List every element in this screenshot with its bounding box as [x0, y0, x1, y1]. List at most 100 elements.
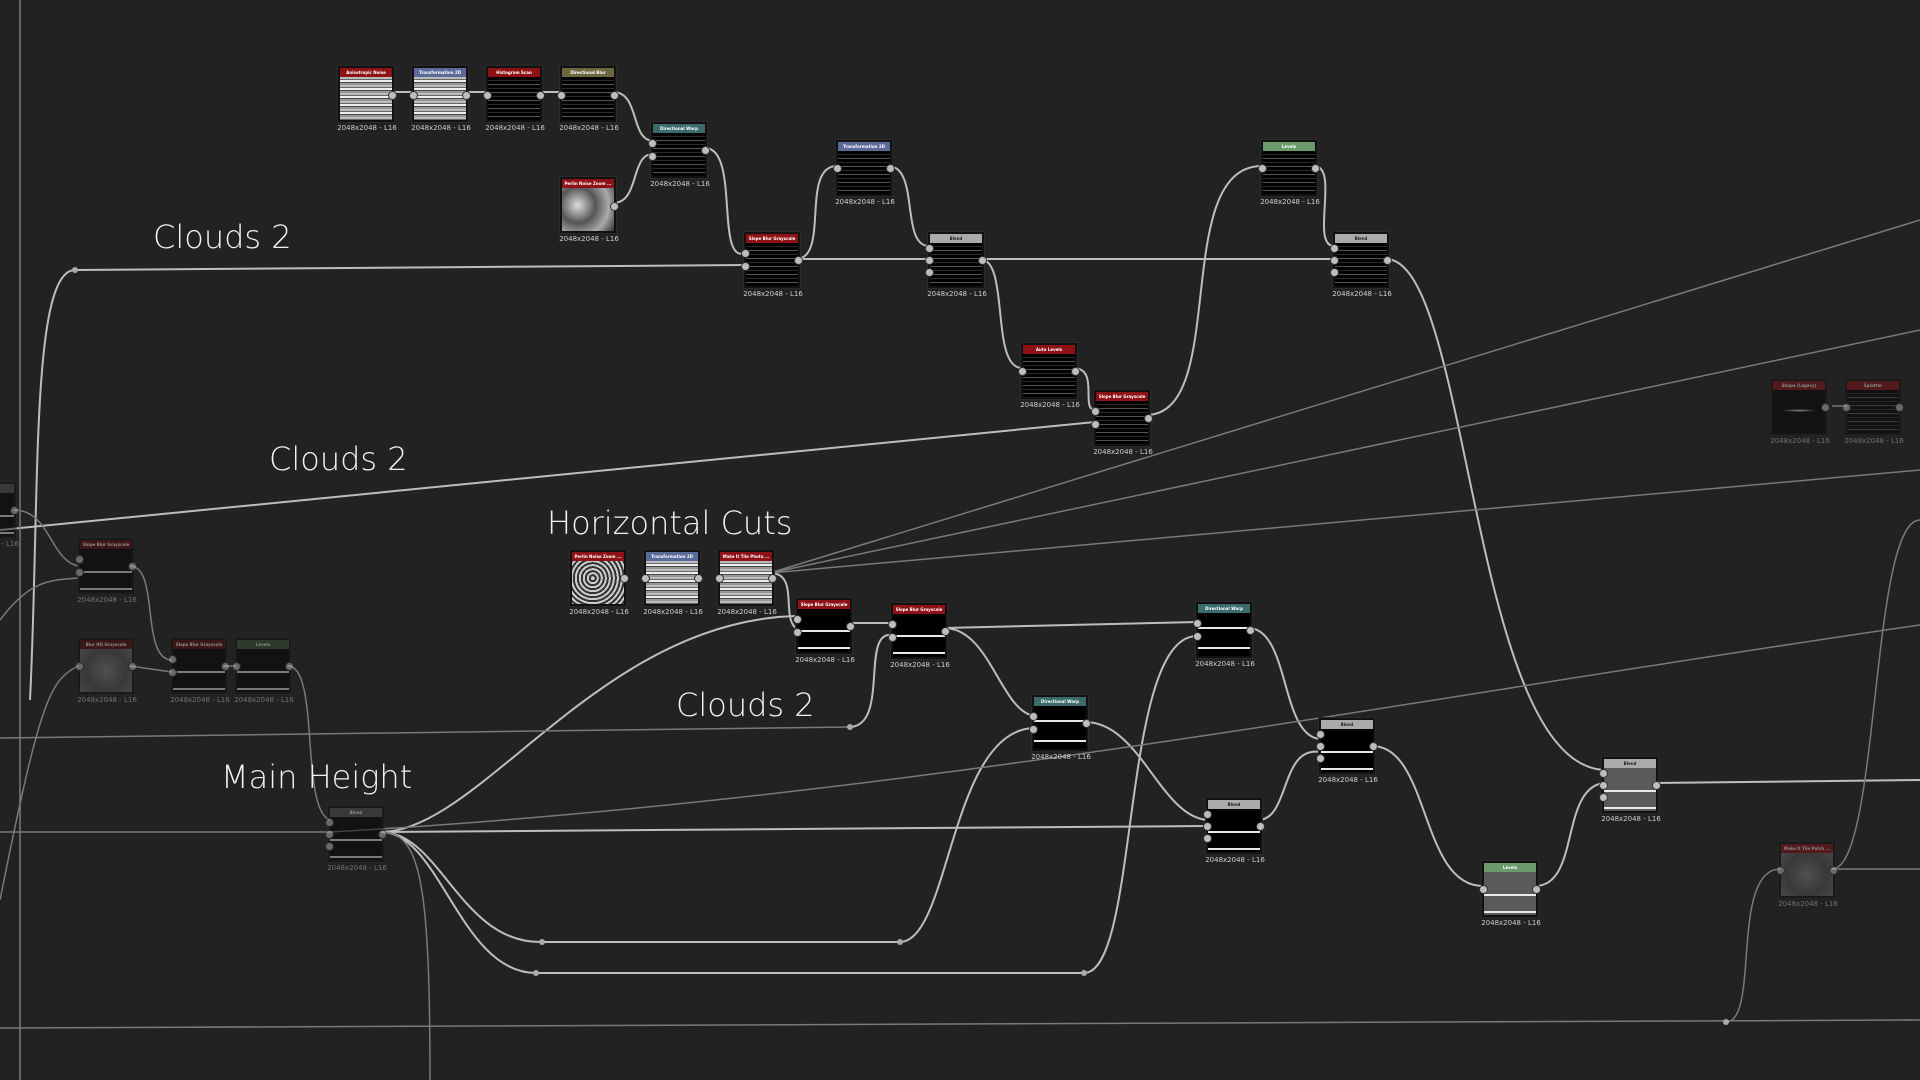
input-port[interactable]: [648, 152, 657, 161]
reroute-dot[interactable]: [72, 267, 78, 273]
node-perlin-noise-zoom[interactable]: Perlin Noise Zoom ... 2048x2048 - L16: [569, 550, 629, 616]
output-port[interactable]: [1144, 414, 1153, 423]
input-port[interactable]: [75, 568, 84, 577]
input-port[interactable]: [1330, 244, 1339, 253]
input-port[interactable]: [1330, 256, 1339, 265]
output-port[interactable]: [1829, 866, 1838, 875]
node-levels[interactable]: Levels 2048x2048 - L16: [1479, 861, 1541, 927]
output-port[interactable]: [1246, 626, 1255, 635]
node-directional-warp[interactable]: Directional Warp 2048x2048 - L16: [1029, 695, 1091, 761]
input-port[interactable]: [741, 249, 750, 258]
input-port[interactable]: [715, 574, 724, 583]
input-port[interactable]: [1316, 754, 1325, 763]
input-port[interactable]: [483, 91, 492, 100]
input-port[interactable]: [741, 262, 750, 271]
node-histogram-scan[interactable]: Histogram Scan 2048x2048 - L16: [483, 66, 545, 132]
input-port[interactable]: [925, 256, 934, 265]
input-port[interactable]: [325, 830, 334, 839]
node-blend[interactable]: Blend 2048x2048 - L16: [925, 232, 987, 298]
input-port[interactable]: [168, 655, 177, 664]
input-port[interactable]: [925, 268, 934, 277]
output-port[interactable]: [620, 574, 629, 583]
reroute-dot[interactable]: [533, 970, 539, 976]
node-slope-blur-grayscale[interactable]: Slope Blur Grayscale 2048x2048 - L16: [741, 232, 803, 298]
output-port[interactable]: [1256, 822, 1265, 831]
output-port[interactable]: [1652, 781, 1661, 790]
input-port[interactable]: [648, 139, 657, 148]
node-make-it-tile-photo[interactable]: Make It Tile Photo ... 2048x2048 - L16: [715, 550, 777, 616]
frame-title[interactable]: Main Height: [221, 758, 413, 796]
node-partial[interactable]: 2048x2048 - L16: [0, 482, 19, 548]
input-port[interactable]: [833, 164, 842, 173]
output-port[interactable]: [221, 662, 230, 671]
input-port[interactable]: [1203, 822, 1212, 831]
node-anisotropic-noise[interactable]: Anisotropic Noise 2048x2048 - L16: [337, 66, 397, 132]
node-auto-levels[interactable]: Auto Levels 2048x2048 - L16: [1018, 343, 1080, 409]
input-port[interactable]: [1842, 403, 1851, 412]
reroute-dot[interactable]: [1723, 1019, 1729, 1025]
output-port[interactable]: [1369, 742, 1378, 751]
input-port[interactable]: [641, 574, 650, 583]
input-port[interactable]: [1091, 407, 1100, 416]
output-port[interactable]: [1082, 719, 1091, 728]
input-port[interactable]: [557, 91, 566, 100]
node-slope-blur-grayscale[interactable]: Slope Blur Grayscale 2048x2048 - L16: [888, 603, 950, 669]
input-port[interactable]: [325, 842, 334, 851]
input-port[interactable]: [168, 668, 177, 677]
output-port[interactable]: [388, 91, 397, 100]
frame-title[interactable]: Clouds 2: [676, 686, 815, 724]
input-port[interactable]: [1203, 810, 1212, 819]
output-port[interactable]: [701, 146, 710, 155]
input-port[interactable]: [1316, 742, 1325, 751]
node-levels[interactable]: Levels 2048x2048 - L16: [232, 638, 294, 704]
output-port[interactable]: [536, 91, 545, 100]
input-port[interactable]: [1316, 730, 1325, 739]
input-port[interactable]: [1193, 619, 1202, 628]
reroute-dot[interactable]: [539, 939, 545, 945]
node-directional-blur[interactable]: Directional Blur 2048x2048 - L16: [557, 66, 619, 132]
node-blend[interactable]: Blend 2048x2048 - L16: [1203, 798, 1265, 864]
output-port[interactable]: [610, 91, 619, 100]
input-port[interactable]: [888, 633, 897, 642]
input-port[interactable]: [1029, 725, 1038, 734]
output-port[interactable]: [978, 256, 987, 265]
node-splatter[interactable]: Splatter 2048x2048 - L16: [1842, 379, 1904, 445]
input-port[interactable]: [325, 818, 334, 827]
node-transformation-2d[interactable]: Transformation 2D 2048x2048 - L16: [641, 550, 703, 616]
output-port[interactable]: [462, 91, 471, 100]
input-port[interactable]: [75, 555, 84, 564]
reroute-dot[interactable]: [897, 939, 903, 945]
input-port[interactable]: [1018, 367, 1027, 376]
output-port[interactable]: [886, 164, 895, 173]
output-port[interactable]: [694, 574, 703, 583]
input-port[interactable]: [1599, 769, 1608, 778]
output-port[interactable]: [285, 662, 294, 671]
node-shape-legacy[interactable]: Shape (Legacy) 2048x2048 - L16: [1770, 379, 1830, 445]
output-port[interactable]: [768, 574, 777, 583]
output-port[interactable]: [941, 627, 950, 636]
input-port[interactable]: [1599, 793, 1608, 802]
input-port[interactable]: [1091, 420, 1100, 429]
frame-title[interactable]: Horizontal Cuts: [547, 504, 793, 542]
output-port[interactable]: [378, 830, 387, 839]
output-port[interactable]: [794, 256, 803, 265]
input-port[interactable]: [1599, 781, 1608, 790]
node-blend[interactable]: Blend 2048x2048 - L16: [1599, 757, 1661, 823]
input-port[interactable]: [793, 628, 802, 637]
output-port[interactable]: [846, 622, 855, 631]
frame-title[interactable]: Clouds 2: [269, 440, 408, 478]
node-blend[interactable]: Blend 2048x2048 - L16: [325, 806, 387, 872]
node-slope-blur-grayscale[interactable]: Slope Blur Grayscale 2048x2048 - L16: [793, 598, 855, 664]
input-port[interactable]: [925, 244, 934, 253]
output-port[interactable]: [1895, 403, 1904, 412]
node-slope-blur-grayscale[interactable]: Slope Blur Grayscale 2048x2048 - L16: [1091, 390, 1153, 456]
node-slope-blur-grayscale[interactable]: Slope Blur Grayscale 2048x2048 - L16: [168, 638, 230, 704]
input-port[interactable]: [888, 620, 897, 629]
output-port[interactable]: [128, 662, 137, 671]
input-port[interactable]: [232, 662, 241, 671]
reroute-dot[interactable]: [1081, 970, 1087, 976]
output-port[interactable]: [10, 506, 19, 515]
node-levels[interactable]: Levels 2048x2048 - L16: [1258, 140, 1320, 206]
node-transformation-2d[interactable]: Transformation 2D 2048x2048 - L16: [833, 140, 895, 206]
input-port[interactable]: [1258, 164, 1267, 173]
